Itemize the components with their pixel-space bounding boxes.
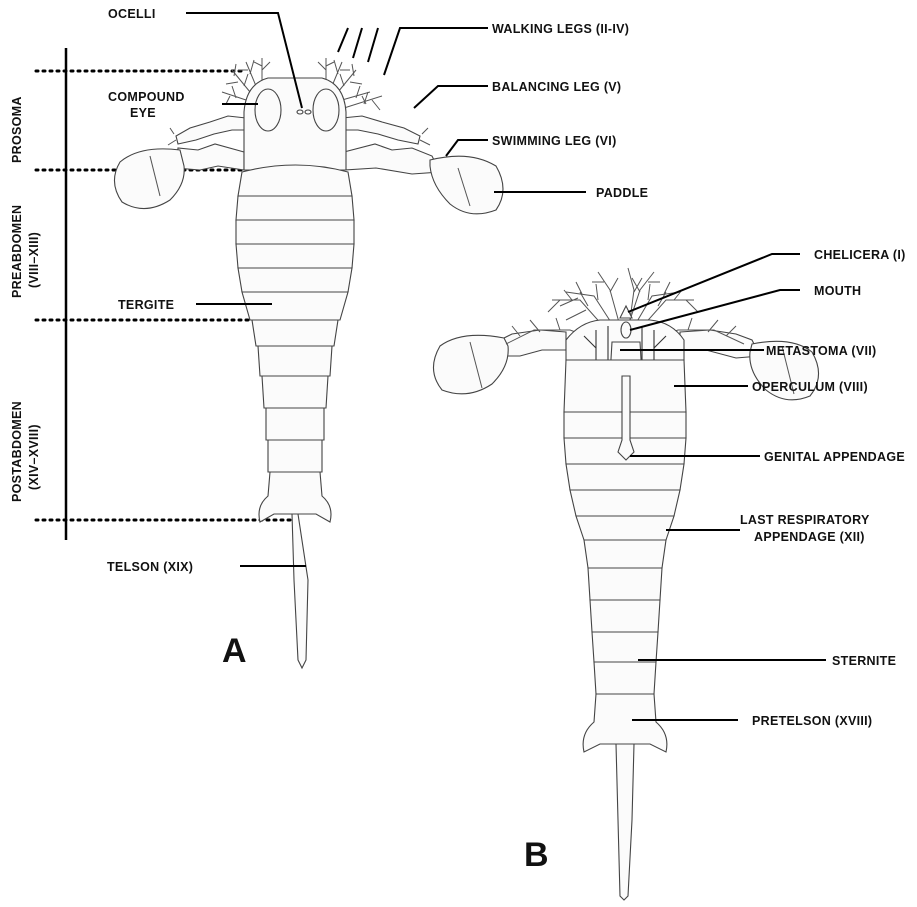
compound-eye-left [255,89,281,131]
label-swimming-leg: SWIMMING LEG (VI) [492,134,617,148]
label-last-respiratory-line1: LAST RESPIRATORY [740,513,870,527]
region-label-postabdomen-range: (XIV–XVIII) [27,424,41,490]
label-paddle: PADDLE [596,186,648,200]
left-swimming-leg [114,144,244,209]
mouth-b [621,322,631,338]
compound-eye-right [313,89,339,131]
postabdomen-segments-b [584,540,666,694]
label-metastoma: METASTOMA (VII) [766,344,877,358]
label-mouth: MOUTH [814,284,861,298]
postabdomen-segments-a [252,320,338,472]
right-swimming-leg [344,144,503,214]
label-compound-eye-line2: EYE [130,106,156,120]
ocellus-right [305,110,311,114]
label-balancing-leg: BALANCING LEG (V) [492,80,621,94]
label-telson: TELSON (XIX) [107,560,193,574]
left-balancing-leg [168,116,248,145]
preabdomen-segments-a [236,165,354,320]
telson-b [616,744,634,900]
telson-a [292,514,308,668]
left-swimming-leg-b [433,330,566,394]
right-balancing-leg [342,116,430,145]
label-genital-appendage: GENITAL APPENDAGE [764,450,905,464]
panel-letter-b: B [524,836,549,874]
panel-letter-a: A [222,632,247,670]
ocellus-left [297,110,303,114]
label-walking-legs: WALKING LEGS (II-IV) [492,22,629,36]
label-compound-eye-line1: COMPOUND [108,90,185,104]
label-sternite: STERNITE [832,654,896,668]
region-label-preabdomen-range: (VIII–XIII) [27,232,41,288]
region-label-prosoma: PROSOMA [10,96,24,163]
region-label-postabdomen: POSTABDOMEN [10,401,24,502]
label-ocelli: OCELLI [108,7,156,21]
pretelson-b [583,694,667,752]
label-tergite: TERGITE [118,298,174,312]
figure-b-ventral-view: CHELICERA (I) MOUTH METASTOMA (VII) OPER… [433,248,905,900]
label-pretelson: PRETELSON (XVIII) [752,714,872,728]
region-label-preabdomen: PREABDOMEN [10,205,24,298]
label-chelicera: CHELICERA (I) [814,248,906,262]
label-last-respiratory-line2: APPENDAGE (XII) [754,530,865,544]
label-operculum: OPERCULUM (VIII) [752,380,868,394]
